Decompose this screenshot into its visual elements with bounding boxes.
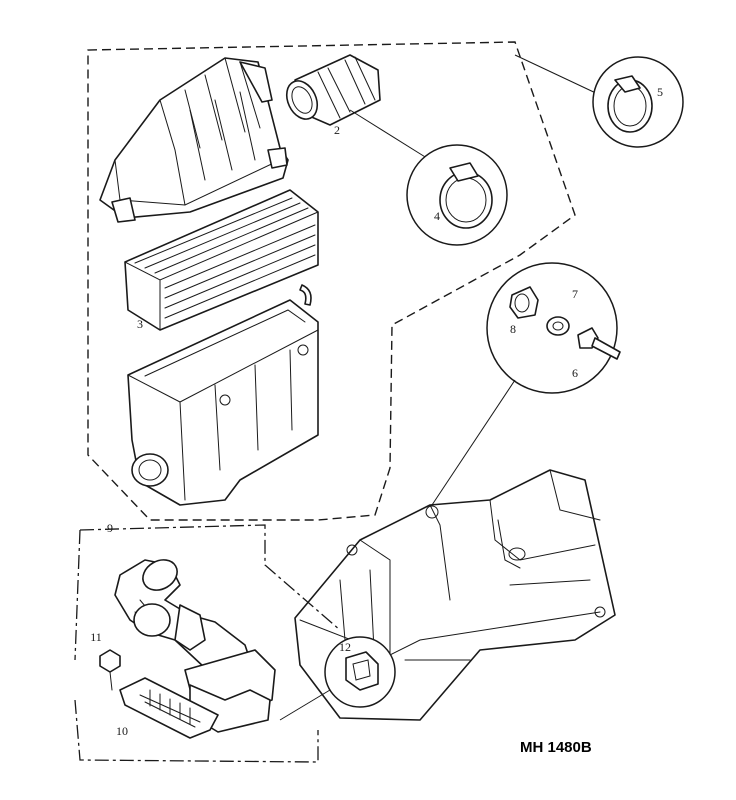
intake-duct-group-outline — [74, 524, 341, 763]
callout-fixings — [486, 262, 621, 394]
leader-fixings-tray — [431, 379, 516, 506]
leader-2-4 — [349, 109, 431, 161]
part-number-7: 7 — [572, 287, 578, 301]
air-cleaner-group-outline — [87, 41, 576, 521]
diagram-reference-code: MH 1480B — [520, 739, 592, 756]
part-number-8: 8 — [510, 322, 516, 336]
air-cleaner-cover — [99, 57, 289, 223]
filter-clip — [299, 284, 312, 306]
leader-cover-5 — [514, 54, 601, 96]
part-number-9: 9 — [107, 521, 113, 535]
air-intake-hose — [285, 54, 381, 126]
callout-clip-5 — [592, 56, 684, 148]
filter-element — [124, 189, 319, 331]
leader-12 — [279, 689, 331, 721]
part-number-10: 10 — [116, 724, 128, 738]
callout-clip-12 — [324, 636, 396, 708]
part-number-4: 4 — [434, 209, 440, 223]
air-cleaner-body — [127, 299, 319, 506]
part-number-11: 11 — [90, 630, 102, 644]
screw — [99, 649, 121, 691]
part-number-6: 6 — [572, 366, 578, 380]
part-number-12: 12 — [339, 640, 351, 654]
part-number-5: 5 — [657, 85, 663, 99]
part-number-2: 2 — [334, 123, 340, 137]
callout-clip-4 — [406, 144, 508, 246]
mounting-plate — [119, 677, 219, 739]
part-number-3: 3 — [137, 317, 143, 331]
